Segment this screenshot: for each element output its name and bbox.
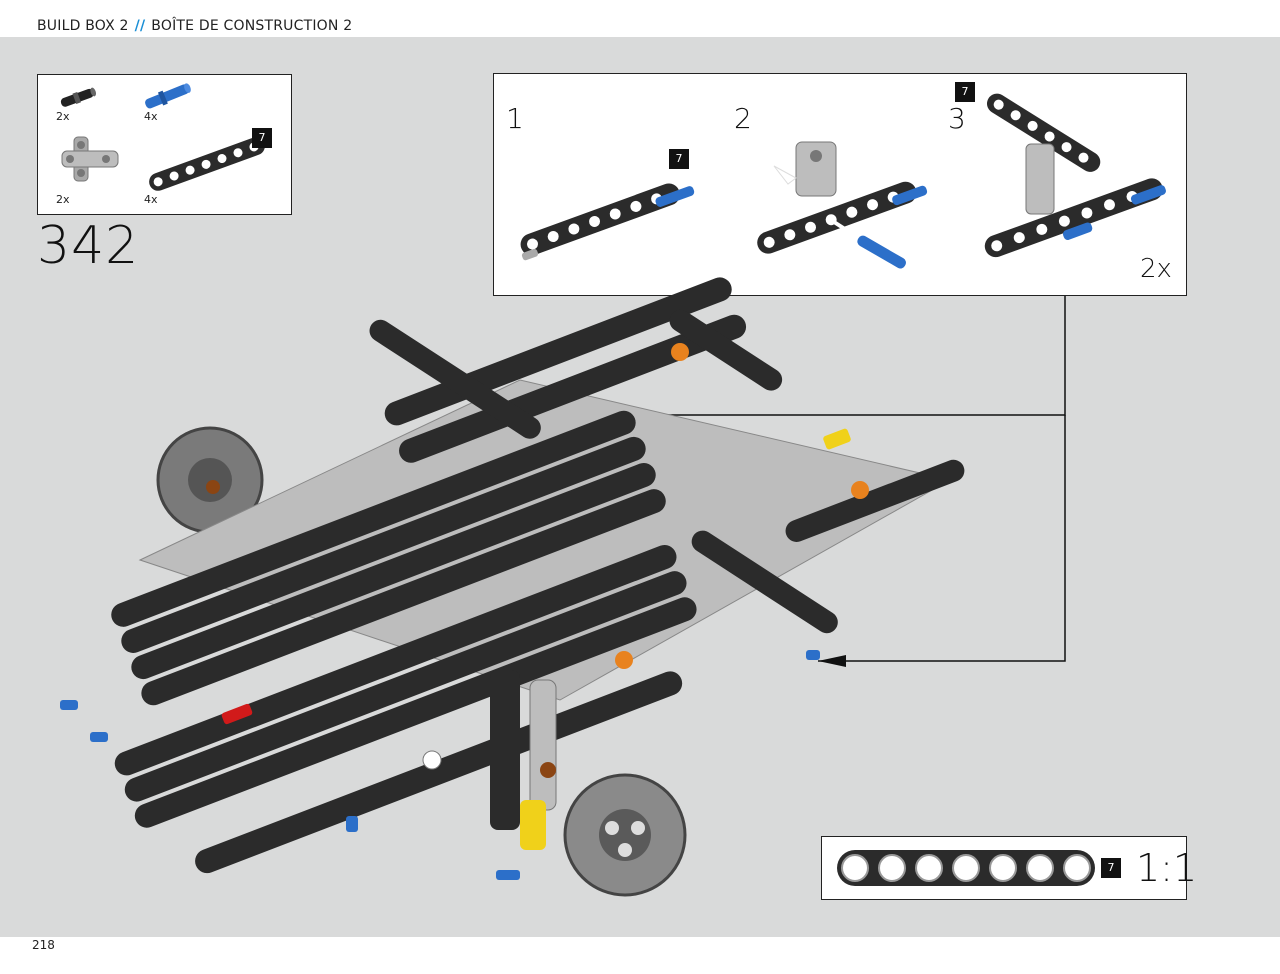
step-number: 342	[37, 216, 140, 276]
grey-connector-icon	[61, 136, 119, 182]
breadcrumb-separator: //	[134, 18, 146, 34]
multiplier-label: 2x	[1140, 254, 1172, 284]
substep-2-illustration	[757, 141, 928, 269]
beam-7-icon	[149, 137, 265, 191]
blue-axle-pin-icon	[145, 83, 191, 109]
part-count: 4x	[144, 110, 158, 123]
part-count: 2x	[56, 110, 70, 123]
beam-length-tag: 7	[1101, 858, 1121, 878]
substep-label: 2	[734, 102, 752, 135]
build-box-label-fr: BOÎTE DE CONSTRUCTION 2	[151, 18, 353, 34]
subassembly-box: 1 2 3 7 7	[493, 73, 1187, 296]
page-header: BUILD BOX 2 // BOÎTE DE CONSTRUCTION 2	[0, 0, 1280, 37]
beam-length-tag: 7	[669, 149, 689, 169]
build-box-label: BUILD BOX 2	[37, 18, 129, 34]
substep-3-illustration	[984, 93, 1166, 258]
beam-1to1-icon	[837, 850, 1095, 886]
breadcrumb: BUILD BOX 2 // BOÎTE DE CONSTRUCTION 2	[37, 18, 352, 34]
substep-1-illustration	[520, 183, 695, 261]
part-count: 4x	[144, 193, 158, 206]
parts-list-box: 2x 4x 2x 7 4x	[37, 74, 292, 215]
part-count: 2x	[56, 193, 70, 206]
beam-length-tag: 7	[252, 128, 272, 148]
substep-label: 1	[506, 102, 524, 135]
page-footer: 218	[0, 937, 1280, 974]
scale-box: 7 1:1	[821, 836, 1197, 900]
scale-label: 1:1	[1136, 846, 1198, 890]
black-pin-icon	[60, 87, 97, 107]
substep-label: 3	[948, 102, 966, 135]
page-number: 218	[32, 938, 55, 952]
beam-length-tag: 7	[955, 82, 975, 102]
